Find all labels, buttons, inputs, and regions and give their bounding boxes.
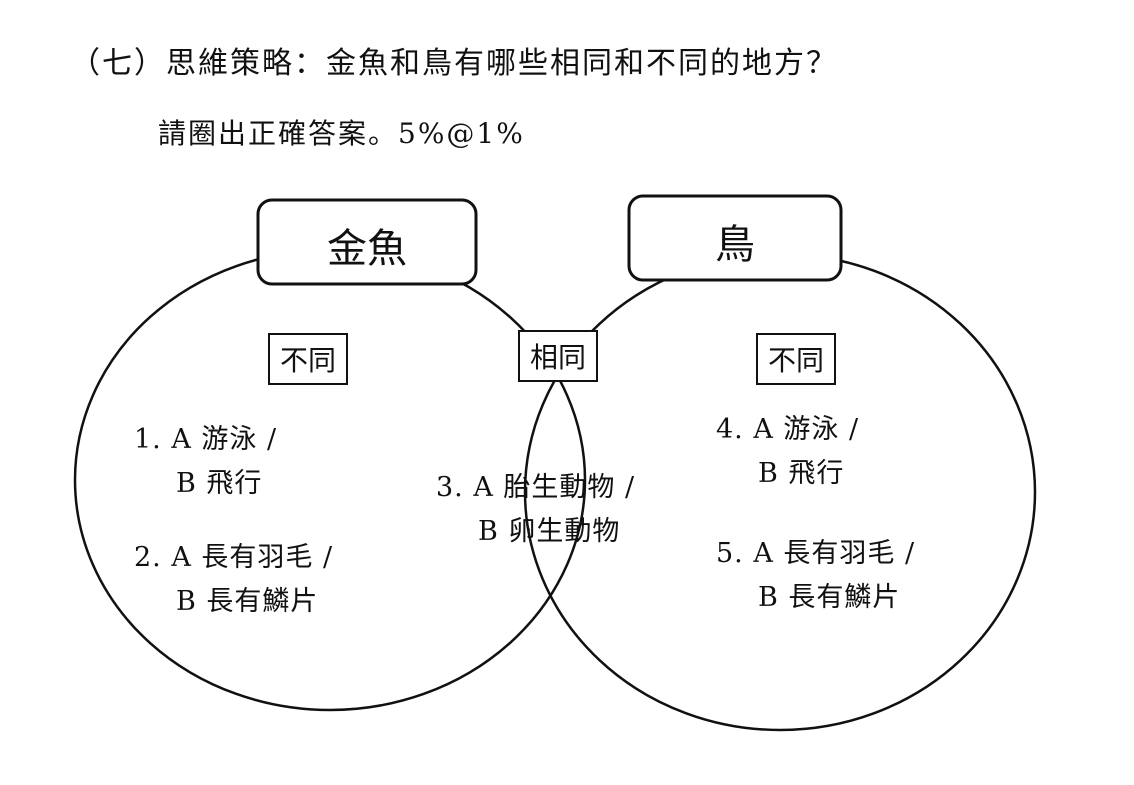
bird-item-4[interactable]: 4. A 游泳 / B 飛行: [716, 408, 859, 496]
goldfish-item-1[interactable]: 1. A 游泳 / B 飛行: [134, 418, 277, 506]
item-line: 2. A 長有羽毛 /: [134, 542, 334, 573]
item-line: 3. A 胎生動物 /: [436, 472, 636, 503]
bird-title: 鳥: [715, 222, 755, 268]
item-line: B 長有鱗片: [758, 582, 901, 613]
item-line: 5. A 長有羽毛 /: [716, 538, 916, 569]
item-line: B 長有鱗片: [176, 586, 319, 617]
item-line: B 卵生動物: [478, 516, 621, 547]
common-same-tag: 相同: [518, 330, 599, 382]
item-line: 1. A 游泳 /: [134, 424, 278, 455]
item-line: B 飛行: [176, 468, 263, 499]
bird-item-5[interactable]: 5. A 長有羽毛 / B 長有鱗片: [716, 532, 915, 620]
question-title: （七）思維策略：金魚和鳥有哪些相同和不同的地方？: [70, 46, 838, 81]
common-item-3[interactable]: 3. A 胎生動物 / B 卵生動物: [436, 466, 635, 554]
goldfish-title: 金魚: [327, 226, 407, 272]
bird-title-box: [627, 194, 843, 282]
question-instruction: 請圈出正確答案。5%@1%: [158, 117, 525, 150]
bird-different-tag: 不同: [756, 333, 837, 385]
goldfish-title-box: [256, 198, 478, 286]
item-line: B 飛行: [758, 458, 845, 489]
goldfish-item-2[interactable]: 2. A 長有羽毛 / B 長有鱗片: [134, 536, 333, 624]
goldfish-different-tag: 不同: [268, 333, 349, 385]
item-line: 4. A 游泳 /: [716, 414, 860, 445]
